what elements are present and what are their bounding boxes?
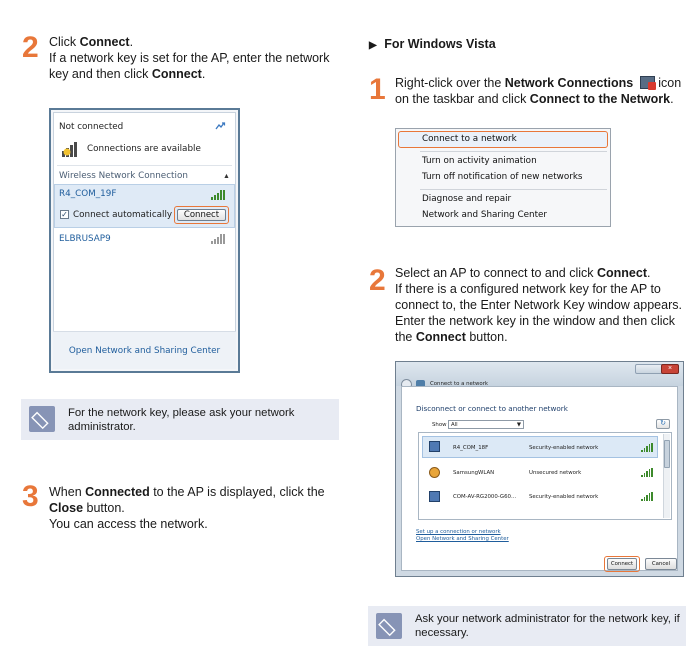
connect-highlight	[174, 206, 229, 224]
network-signal-icon	[61, 138, 81, 158]
network-connections-icon	[639, 76, 656, 90]
popup-panel	[53, 112, 236, 369]
signal-strength-icon	[211, 234, 225, 244]
menu-item-diagnose[interactable]: Diagnose and repair	[422, 194, 512, 204]
dialog-network-icon	[416, 380, 425, 389]
menu-item-notification[interactable]: Turn off notification of new networks	[422, 172, 583, 182]
network-security: Unsecured network	[529, 470, 582, 476]
network-security: Security-enabled network	[529, 445, 599, 451]
refresh-button[interactable]: ↻	[656, 419, 670, 429]
menu-item-sharing-center[interactable]: Network and Sharing Center	[422, 210, 548, 220]
show-dropdown[interactable]: All ▼	[448, 420, 524, 429]
connect-highlight	[604, 556, 640, 572]
open-sharing-center-link[interactable]: Open Network and Sharing Center	[416, 536, 509, 542]
win7-network-popup: Not connected Connections are available …	[49, 108, 240, 373]
step-3-number: 3	[22, 480, 39, 513]
show-label: Show	[432, 422, 447, 428]
list-scrollbar[interactable]	[663, 434, 670, 518]
note-text-2: Ask your network administrator for the n…	[415, 613, 680, 639]
network-name[interactable]: SamsungWLAN	[453, 470, 495, 476]
vista-connect-dialog: × Connect to a network Disconnect or con…	[395, 361, 684, 577]
dialog-title: Connect to a network	[430, 381, 489, 387]
note-pencil-icon	[376, 613, 402, 639]
network-name-2[interactable]: ELBRUSAP9	[59, 234, 111, 244]
menu-item-animation[interactable]: Turn on activity animation	[422, 156, 537, 166]
network-name[interactable]: R4_COM_18F	[453, 445, 489, 451]
menu-separator	[420, 151, 607, 152]
signal-strength-icon	[641, 468, 653, 477]
open-sharing-center-link[interactable]: Open Network and Sharing Center	[53, 331, 236, 369]
cancel-button[interactable]: Cancel	[645, 558, 677, 570]
menu-item-connect[interactable]: Connect to a network	[422, 134, 517, 144]
chevron-down-icon: ▼	[516, 422, 521, 428]
network-list: R4_COM_18F Security-enabled network Sams…	[418, 432, 672, 520]
network-context-menu: Connect to a network Turn on activity an…	[395, 128, 611, 227]
setup-connection-link[interactable]: Set up a connection or network	[416, 529, 501, 535]
menu-highlight	[398, 131, 608, 148]
step-2-number: 2	[22, 31, 39, 64]
dialog-heading: Disconnect or connect to another network	[416, 404, 568, 413]
note-pencil-icon	[29, 406, 55, 432]
connect-button[interactable]: Connect	[607, 558, 637, 570]
vista-step-2-number: 2	[369, 264, 386, 297]
signal-strength-icon	[211, 190, 225, 200]
section-label: Wireless Network Connection	[59, 171, 188, 181]
network-security: Security-enabled network	[529, 494, 599, 500]
signal-strength-icon	[641, 443, 653, 452]
note-box-1: For the network key, please ask your net…	[21, 399, 339, 440]
vista-step-1-text: Right-click over the Network Connections…	[395, 76, 682, 106]
menu-separator	[420, 189, 607, 190]
note-text-1: For the network key, please ask your net…	[68, 407, 295, 433]
secure-network-icon	[429, 491, 440, 502]
vista-step-2-text: Select an AP to connect to and click Con…	[395, 266, 682, 344]
refresh-icon[interactable]	[214, 119, 226, 130]
step-2-text: Click Connect. If a network key is set f…	[49, 35, 330, 81]
heading-marker-icon: ▶	[369, 40, 377, 51]
section-heading: ▶ For Windows Vista	[369, 37, 496, 51]
close-icon[interactable]: ×	[661, 364, 679, 374]
auto-connect-label: Connect automatically	[73, 210, 173, 220]
connect-button[interactable]: Connect	[177, 209, 226, 221]
collapse-icon[interactable]: ▲	[223, 173, 230, 180]
vista-step-1-number: 1	[369, 73, 386, 106]
available-text: Connections are available	[87, 144, 201, 154]
signal-strength-icon	[641, 492, 653, 501]
network-name[interactable]: COM-AV-RG2000-G60...	[453, 494, 517, 500]
selected-network-row[interactable]	[422, 436, 658, 458]
note-box-2: Ask your network administrator for the n…	[368, 606, 686, 646]
divider	[57, 165, 232, 166]
step-3-text: When Connected to the AP is displayed, c…	[49, 485, 325, 531]
auto-connect-checkbox[interactable]: ✓	[60, 210, 69, 219]
network-name-1[interactable]: R4_COM_19F	[59, 189, 117, 199]
status-text: Not connected	[59, 122, 124, 132]
unsecured-network-icon	[429, 467, 440, 478]
secure-network-icon	[429, 441, 440, 452]
